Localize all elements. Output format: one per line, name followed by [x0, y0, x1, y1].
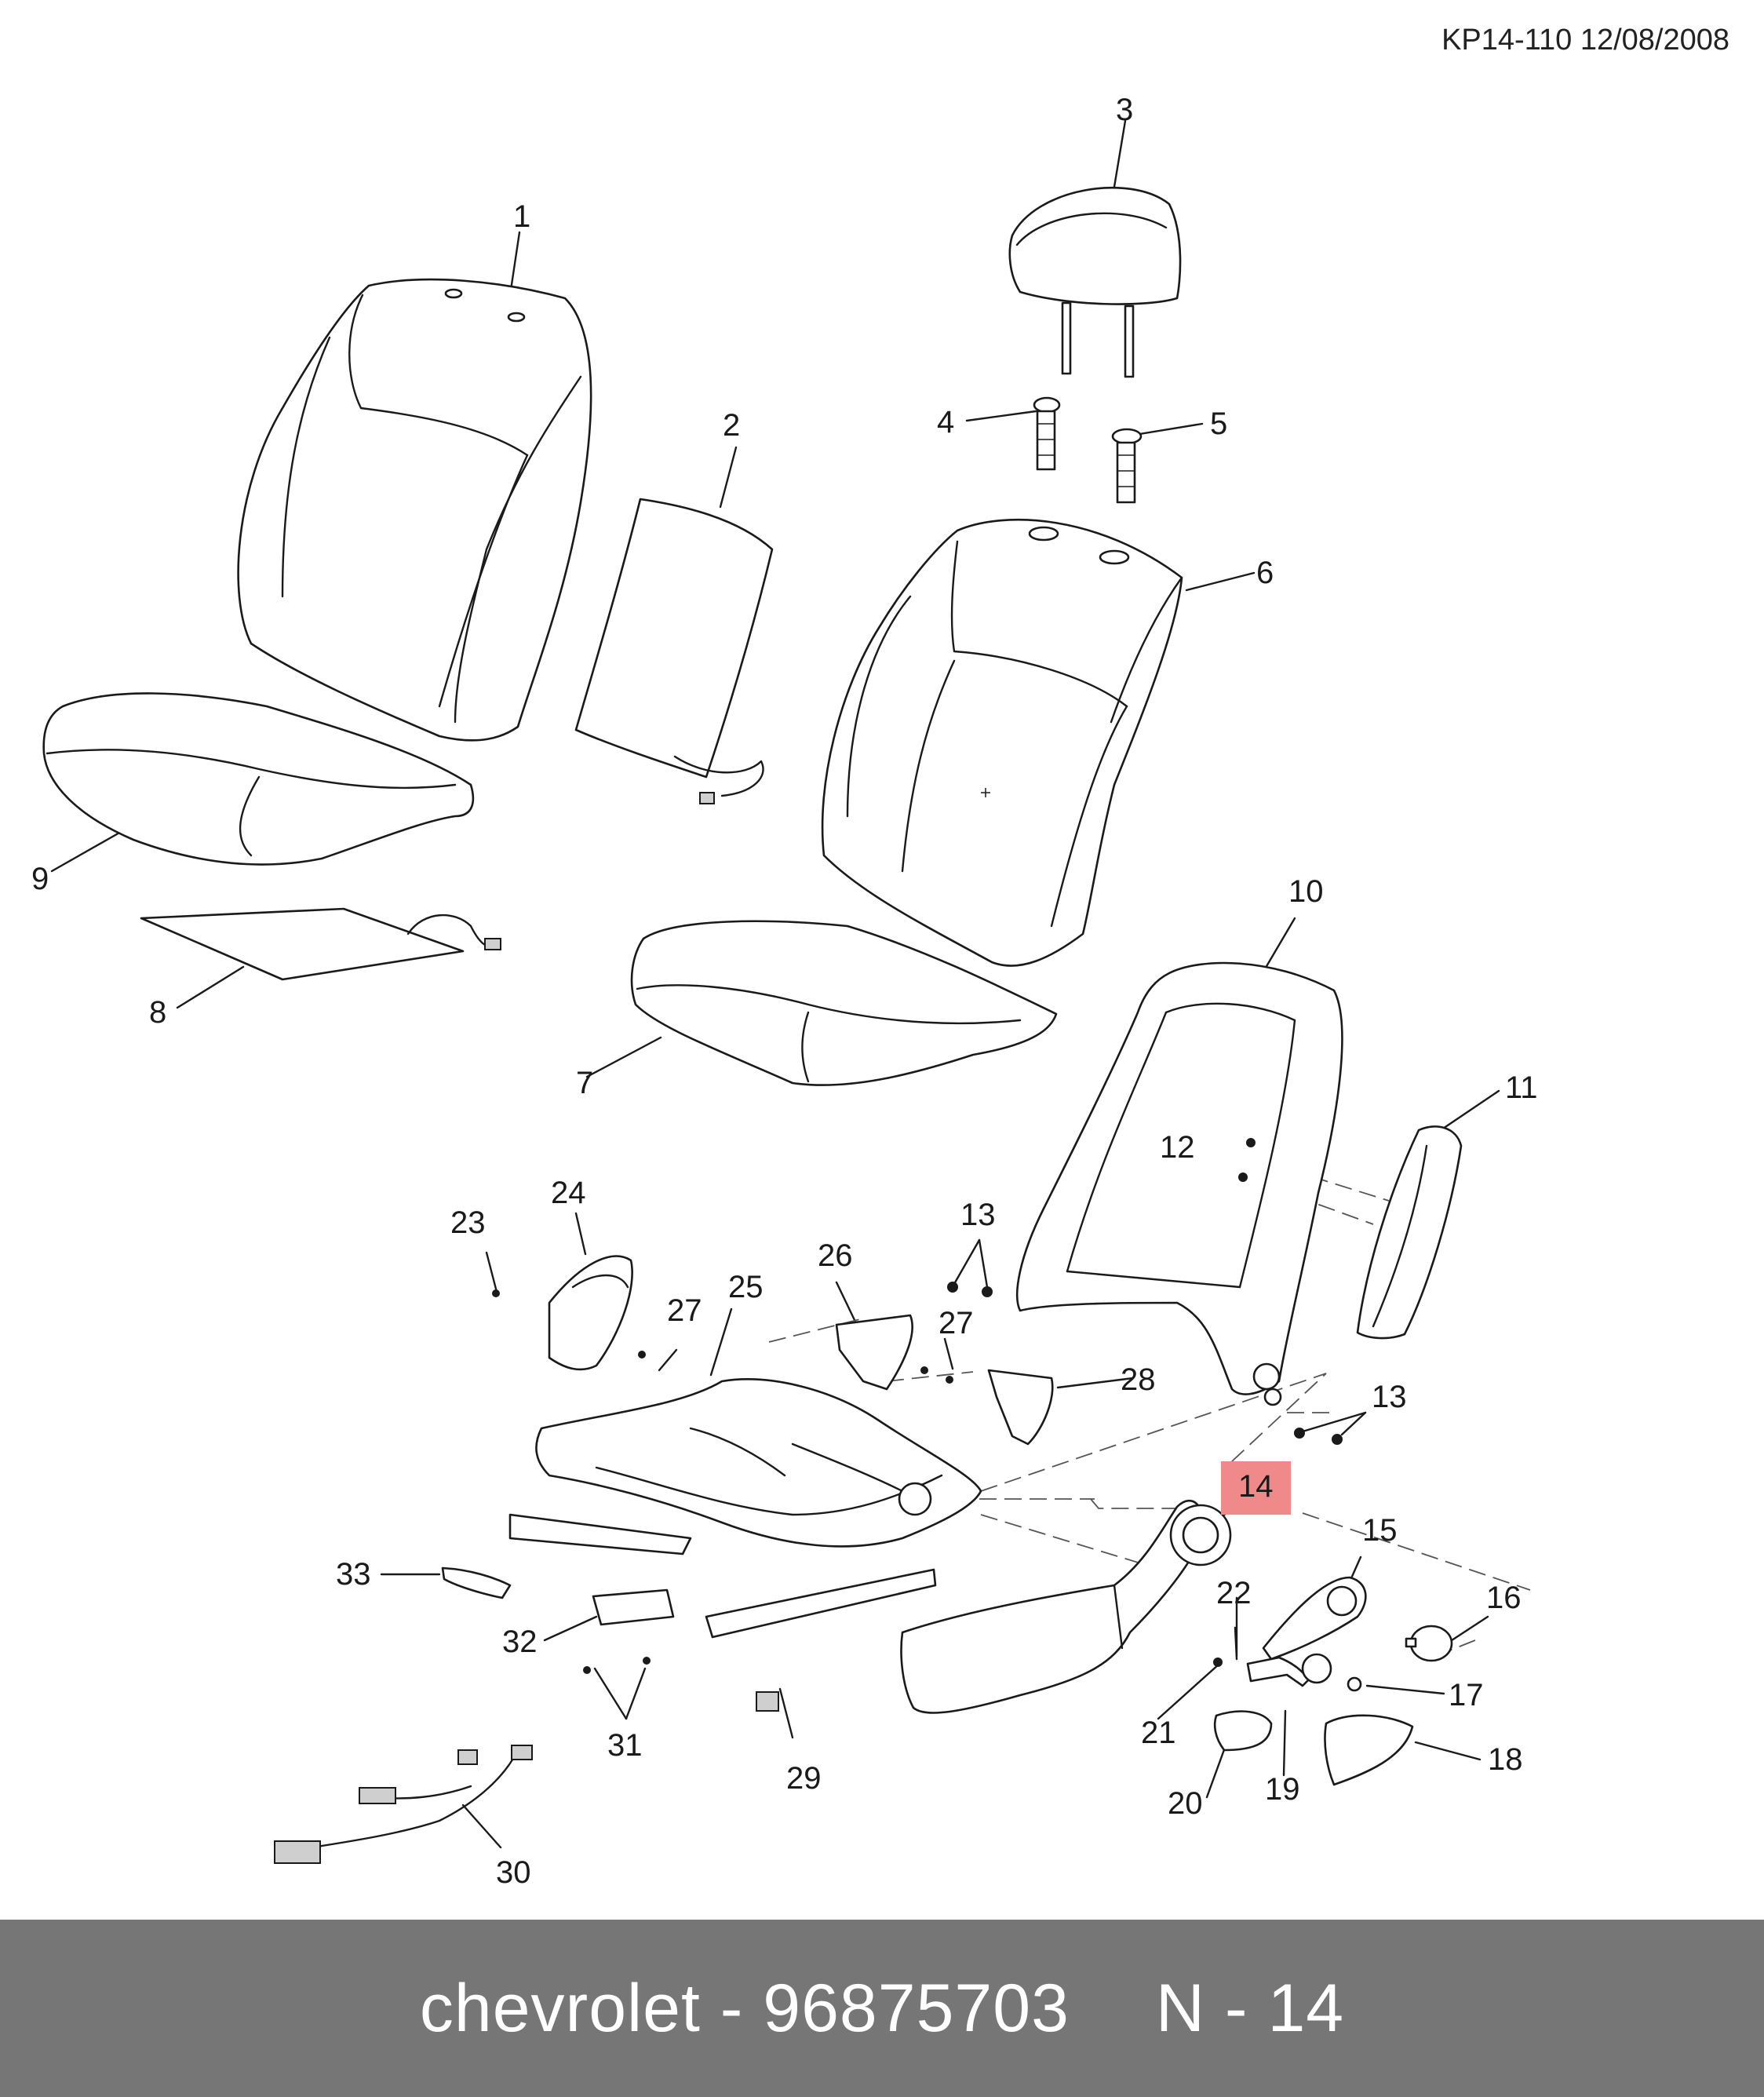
callout-16: 16: [1486, 1581, 1522, 1615]
callout-17: 17: [1449, 1678, 1484, 1712]
callout-26: 26: [818, 1238, 853, 1273]
part-14-side-shield: [900, 1499, 1232, 1714]
callout-13-lower: 13: [1372, 1380, 1407, 1414]
part-33-handle: [441, 1566, 512, 1599]
callout-33: 33: [336, 1557, 371, 1592]
callout-7: 7: [576, 1066, 594, 1100]
callout-24: 24: [551, 1176, 586, 1210]
part-18-trim-cover: [1324, 1714, 1414, 1786]
part-6-backrest-trim: [821, 518, 1183, 967]
callout-10: 10: [1288, 874, 1324, 909]
part-3-head-restraint: [1008, 186, 1182, 378]
callout-9: 9: [31, 862, 49, 896]
part-24-bracket: [548, 1255, 633, 1371]
callout-8: 8: [149, 995, 167, 1030]
part-10-backrest-frame: [1015, 961, 1343, 1406]
part-30-wiring-harness: [274, 1745, 533, 1864]
part-2-backrest-pad: [574, 498, 774, 804]
part-19-lever-bracket: [1246, 1653, 1332, 1687]
part-8-heater-mat: [140, 907, 501, 981]
part-17-screw: [1347, 1676, 1362, 1692]
part-27-screws: [638, 1351, 953, 1384]
part-16-cap: [1405, 1625, 1453, 1662]
callout-14-highlighted: 14: [1221, 1461, 1291, 1515]
part-32-module: [592, 1588, 675, 1626]
part-4-guide-left: [1033, 396, 1061, 471]
callout-19: 19: [1265, 1772, 1300, 1807]
callout-15: 15: [1362, 1513, 1398, 1548]
part-26-bracket: [835, 1314, 913, 1391]
callout-5: 5: [1210, 407, 1228, 441]
part-22-pin: [1234, 1626, 1238, 1661]
callout-23: 23: [450, 1205, 486, 1240]
callout-28: 28: [1121, 1362, 1156, 1397]
part-29-connector: [756, 1691, 779, 1712]
callout-12: 12: [1160, 1130, 1195, 1165]
part-15-recliner-cover: [1262, 1576, 1367, 1661]
part-1-backrest-cover: [237, 278, 592, 742]
callout-18: 18: [1488, 1742, 1523, 1777]
footer-brand-part-number: chevrolet - 96875703: [419, 1970, 1070, 2046]
part-28-bracket: [987, 1369, 1054, 1446]
callout-21: 21: [1141, 1716, 1176, 1750]
callout-27-right: 27: [938, 1306, 974, 1340]
part-21-screw: [1213, 1658, 1223, 1667]
callout-3: 3: [1116, 93, 1134, 127]
part-5-guide-right: [1111, 428, 1143, 504]
part-11-side-panel: [1356, 1125, 1463, 1340]
callout-6: 6: [1256, 556, 1274, 590]
part-20-cover: [1213, 1710, 1273, 1752]
seat-exploded-diagram: [42, 119, 1531, 1864]
part-13-bolts-lower: [1294, 1428, 1343, 1445]
callout-30: 30: [496, 1855, 531, 1890]
callout-2: 2: [723, 408, 741, 443]
part-info-footer: chevrolet - 96875703 N - 14: [0, 1920, 1764, 2097]
callout-31: 31: [607, 1728, 643, 1763]
part-7-cushion-cover: [630, 920, 1058, 1086]
callout-29: 29: [786, 1761, 822, 1796]
document-reference: KP14-110 12/08/2008: [1441, 24, 1729, 57]
callout-22: 22: [1216, 1576, 1252, 1610]
callout-32: 32: [502, 1625, 538, 1659]
callout-20: 20: [1168, 1786, 1203, 1821]
part-9-cushion-pad: [42, 692, 475, 866]
footer-ref-number: N - 14: [1155, 1970, 1345, 2046]
part-31-screws: [583, 1657, 651, 1674]
callout-25: 25: [728, 1270, 764, 1304]
part-25-cushion-frame: [508, 1378, 982, 1639]
part-12-nuts: [1238, 1138, 1256, 1182]
callout-1: 1: [513, 199, 531, 234]
part-13-bolts-upper: [947, 1282, 993, 1297]
part-23-screw: [492, 1289, 500, 1297]
callout-4: 4: [937, 405, 955, 439]
callout-11: 11: [1505, 1070, 1538, 1105]
callout-27-left: 27: [667, 1293, 702, 1328]
callout-13-upper: 13: [960, 1198, 996, 1232]
